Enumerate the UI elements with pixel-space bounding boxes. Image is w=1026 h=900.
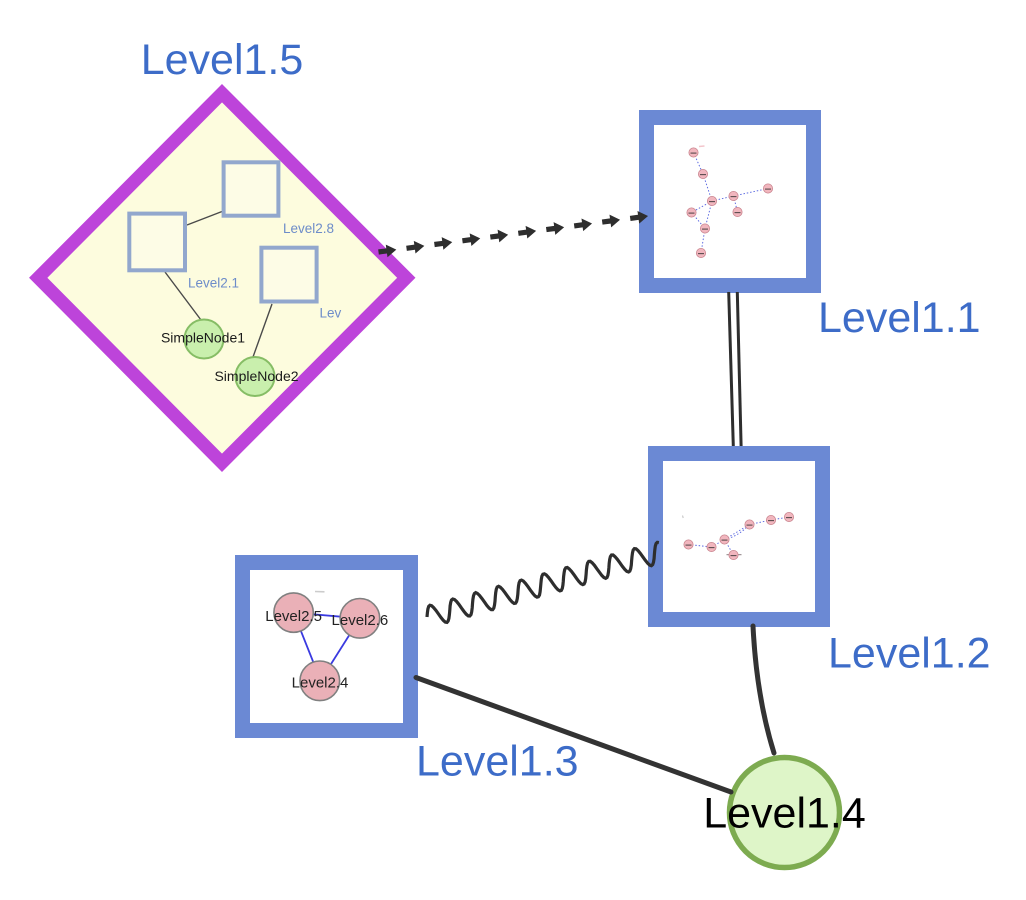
svg-text:Level1.2: Level1.2 — [828, 630, 991, 678]
svg-text:SimpleNode2: SimpleNode2 — [214, 368, 298, 384]
svg-text:Level2.5: Level2.5 — [265, 608, 322, 625]
svg-text:Level2.1: Level2.1 — [188, 276, 239, 291]
svg-text:Level1.5: Level1.5 — [141, 36, 304, 84]
svg-text:Lev: Lev — [320, 306, 342, 321]
svg-text:Level2.6: Level2.6 — [332, 612, 389, 629]
svg-text:SimpleNode1: SimpleNode1 — [161, 330, 245, 346]
svg-text:Level2.4: Level2.4 — [292, 674, 349, 691]
svg-text:Level1.3: Level1.3 — [416, 737, 579, 785]
svg-text:Level1.4: Level1.4 — [703, 789, 866, 837]
svg-text:Level1.1: Level1.1 — [818, 294, 981, 342]
svg-text:Level2.8: Level2.8 — [283, 221, 334, 236]
